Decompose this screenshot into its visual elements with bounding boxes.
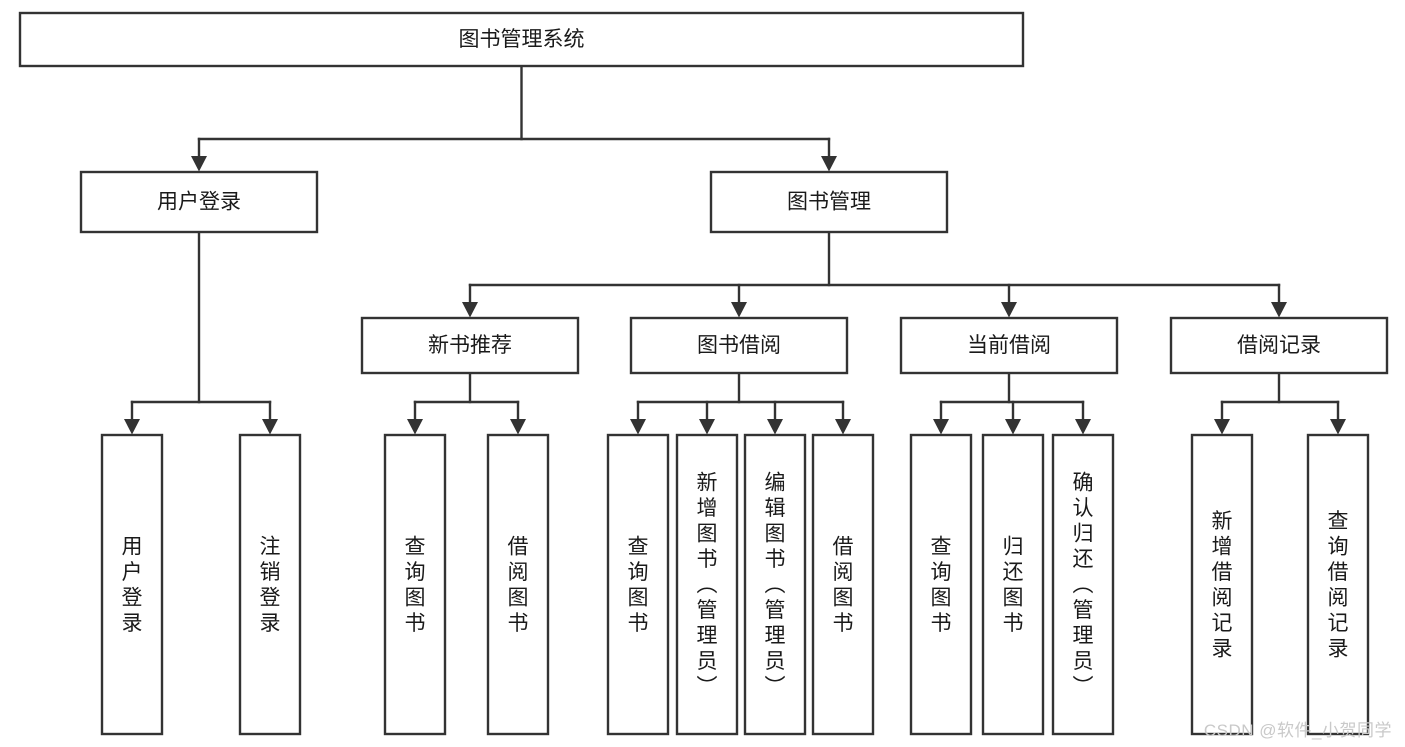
node-label: 当前借阅 (967, 334, 1051, 357)
node-leaf-user-logout[interactable]: 注销登录 (238, 433, 302, 736)
node-box (360, 316, 580, 375)
edge-arrowhead (630, 419, 646, 435)
edge-arrowhead (191, 156, 207, 172)
node-box (606, 433, 670, 736)
node-box (486, 433, 550, 736)
edge-arrowhead (1001, 302, 1017, 318)
node-box (79, 170, 319, 234)
node-label: 查询借阅记录 (1328, 510, 1349, 661)
node-box (743, 433, 807, 736)
node-label: 新增借阅记录 (1212, 510, 1233, 661)
edge-arrowhead (462, 302, 478, 318)
node-root[interactable]: 图书管理系统 (18, 11, 1025, 68)
node-box (811, 433, 875, 736)
node-box (629, 316, 849, 375)
node-box (1306, 433, 1370, 736)
node-box (1051, 433, 1115, 736)
edge-arrowhead (510, 419, 526, 435)
node-leaf-query-book-3[interactable]: 查询图书 (909, 433, 973, 736)
node-label: 查询图书 (405, 535, 426, 635)
node-box (100, 433, 164, 736)
node-leaf-query-book-1[interactable]: 查询图书 (383, 433, 447, 736)
node-label: 图书管理 (787, 191, 871, 214)
edge-arrowhead (821, 156, 837, 172)
node-leaf-borrow-book-1[interactable]: 借阅图书 (486, 433, 550, 736)
node-label: 图书借阅 (697, 334, 781, 357)
node-box (383, 433, 447, 736)
edge-arrowhead (1214, 419, 1230, 435)
edge-arrowhead (407, 419, 423, 435)
node-label: 查询图书 (931, 535, 952, 635)
node-label: 借阅记录 (1237, 334, 1321, 357)
node-book-manage[interactable]: 图书管理 (709, 170, 949, 234)
node-leaf-query-record[interactable]: 查询借阅记录 (1306, 433, 1370, 736)
node-box (18, 11, 1025, 68)
node-box (909, 433, 973, 736)
node-box (238, 433, 302, 736)
node-label: 编辑图书︵管理员︶ (765, 472, 786, 699)
node-label: 借阅图书 (833, 535, 854, 635)
node-box (675, 433, 739, 736)
node-label: 查询图书 (628, 535, 649, 635)
node-leaf-add-record[interactable]: 新增借阅记录 (1190, 433, 1254, 736)
edge-arrowhead (767, 419, 783, 435)
node-user-login[interactable]: 用户登录 (79, 170, 319, 234)
node-borrow-record[interactable]: 借阅记录 (1169, 316, 1389, 375)
edge-arrowhead (835, 419, 851, 435)
edge-arrowhead (933, 419, 949, 435)
nodes-layer: 图书管理系统用户登录图书管理新书推荐图书借阅当前借阅借阅记录用户登录注销登录查询… (18, 11, 1389, 736)
node-leaf-confirm-return[interactable]: 确认归还︵管理员︶ (1051, 433, 1115, 736)
node-leaf-edit-book[interactable]: 编辑图书︵管理员︶ (743, 433, 807, 736)
edge-arrowhead (1075, 419, 1091, 435)
edge-arrowhead (1330, 419, 1346, 435)
edge-arrowhead (1271, 302, 1287, 318)
node-label: 用户登录 (157, 191, 241, 214)
node-leaf-add-book[interactable]: 新增图书︵管理员︶ (675, 433, 739, 736)
node-label: 用户登录 (122, 535, 143, 635)
node-new-book-rec[interactable]: 新书推荐 (360, 316, 580, 375)
node-label: 图书管理系统 (459, 28, 585, 51)
edge-arrowhead (699, 419, 715, 435)
node-label: 确认归还︵管理员︶ (1073, 472, 1094, 699)
edges-layer (124, 64, 1346, 435)
node-label: 归还图书 (1003, 535, 1024, 635)
edge-arrowhead (731, 302, 747, 318)
node-box (1169, 316, 1389, 375)
node-label: 新增图书︵管理员︶ (697, 472, 718, 699)
node-label: 借阅图书 (508, 535, 529, 635)
node-leaf-borrow-book-2[interactable]: 借阅图书 (811, 433, 875, 736)
edge-arrowhead (262, 419, 278, 435)
node-box (981, 433, 1045, 736)
node-label: 新书推荐 (428, 334, 512, 357)
node-current-borrow[interactable]: 当前借阅 (899, 316, 1119, 375)
node-box (1190, 433, 1254, 736)
node-box (709, 170, 949, 234)
node-leaf-user-login[interactable]: 用户登录 (100, 433, 164, 736)
node-book-borrow[interactable]: 图书借阅 (629, 316, 849, 375)
node-leaf-return-book[interactable]: 归还图书 (981, 433, 1045, 736)
node-box (899, 316, 1119, 375)
node-label: 注销登录 (260, 535, 281, 635)
edge-arrowhead (1005, 419, 1021, 435)
node-leaf-query-book-2[interactable]: 查询图书 (606, 433, 670, 736)
edge-arrowhead (124, 419, 140, 435)
